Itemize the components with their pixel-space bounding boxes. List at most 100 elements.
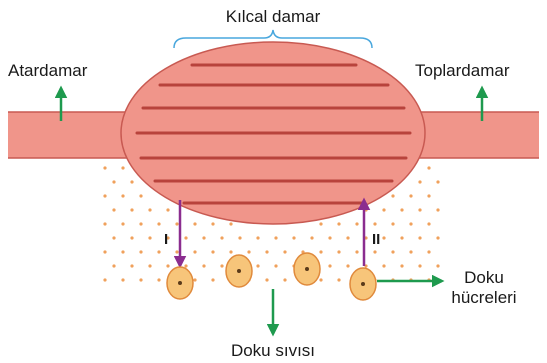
tissue-fluid-dot <box>148 236 151 239</box>
tissue-fluid-dot <box>436 180 439 183</box>
tissue-fluid-dot <box>382 264 385 267</box>
tissue-fluid-dot <box>121 222 124 225</box>
tissue-fluid-dot <box>427 222 430 225</box>
tissue-fluid-dot <box>103 278 106 281</box>
tissue-fluid-dot <box>229 222 232 225</box>
tissue-fluid-dot <box>220 264 223 267</box>
tissue-fluid-dot <box>220 236 223 239</box>
tissue-fluid-dot <box>373 222 376 225</box>
tissue-fluid-dot <box>328 264 331 267</box>
tissue-fluid-dot <box>175 250 178 253</box>
tissue-fluid-dot <box>121 278 124 281</box>
tissue-fluid-dot <box>121 194 124 197</box>
tissue-fluid-dot <box>319 250 322 253</box>
tissue-fluid-dot <box>436 236 439 239</box>
tissue-fluid-dot <box>202 236 205 239</box>
tissue-fluid-dot <box>292 236 295 239</box>
tissue-fluid-dot <box>382 208 385 211</box>
tissue-fluid-dot <box>157 250 160 253</box>
tissue-fluid-dot <box>418 208 421 211</box>
tissue-fluid-dot <box>265 250 268 253</box>
tissue-fluid-dot <box>148 264 151 267</box>
tissue-fluid-dot <box>166 208 169 211</box>
capillary-label: Kılcal damar <box>226 7 321 26</box>
tissue-fluid-dot <box>247 250 250 253</box>
tissue-fluid-dot <box>148 208 151 211</box>
tissue-fluid-dot <box>274 236 277 239</box>
tissue-fluid-dot <box>337 278 340 281</box>
artery-label: Atardamar <box>8 61 88 80</box>
tissue-fluid-dot <box>112 208 115 211</box>
tissue-fluid-dot <box>328 236 331 239</box>
tissue-fluid-dot <box>418 236 421 239</box>
tissue-fluid-dot <box>103 166 106 169</box>
tissue-fluid-dot <box>256 264 259 267</box>
tissue-fluid-dot <box>112 180 115 183</box>
tissue-fluid-dot <box>103 222 106 225</box>
tissue-fluid-dot <box>409 250 412 253</box>
tissue-fluid-dot <box>391 250 394 253</box>
tissue-fluid-dot <box>382 236 385 239</box>
tissue-fluid-dot <box>175 222 178 225</box>
tissue-cells-label-line1: Doku <box>464 268 504 287</box>
tissue-fluid-dot <box>418 264 421 267</box>
tissue-cells <box>167 253 376 300</box>
tissue-fluid-dot <box>400 236 403 239</box>
tissue-fluid-dot <box>184 264 187 267</box>
tissue-fluid-dot <box>346 264 349 267</box>
tissue-cells-label-line2: hücreleri <box>451 288 516 307</box>
tissue-fluid-dot <box>130 264 133 267</box>
tissue-fluid-dot <box>337 250 340 253</box>
tissue-fluid-dot <box>319 278 322 281</box>
tissue-fluid-dot <box>130 180 133 183</box>
arrow-two-label: II <box>372 231 380 248</box>
tissue-fluid-dot <box>409 194 412 197</box>
vein-label: Toplardamar <box>415 61 510 80</box>
tissue-fluid-dot <box>355 250 358 253</box>
tissue-fluid-dot <box>193 222 196 225</box>
tissue-fluid-dot <box>103 250 106 253</box>
tissue-fluid-dot <box>211 250 214 253</box>
tissue-fluid-label: Doku sıvısı <box>231 341 315 360</box>
tissue-fluid-dot <box>256 236 259 239</box>
tissue-fluid-dot <box>139 278 142 281</box>
tissue-fluid-dot <box>355 222 358 225</box>
tissue-fluid-dot <box>139 222 142 225</box>
tissue-fluid-dot <box>202 264 205 267</box>
tissue-fluid-dot <box>193 278 196 281</box>
tissue-fluid-dot <box>112 264 115 267</box>
tissue-fluid-dot <box>427 194 430 197</box>
tissue-fluid-dot <box>139 250 142 253</box>
tissue-fluid-dot <box>112 236 115 239</box>
tissue-fluid-dot <box>427 250 430 253</box>
tissue-fluid-dot <box>121 250 124 253</box>
arrow-one-label: I <box>164 231 168 248</box>
tissue-fluid-dot <box>265 278 268 281</box>
tissue-fluid-dot <box>166 264 169 267</box>
tissue-fluid-dot <box>400 208 403 211</box>
tissue-fluid-dot <box>130 236 133 239</box>
tissue-fluid-dot <box>184 236 187 239</box>
tissue-fluid-dot <box>346 236 349 239</box>
tissue-fluid-dot <box>139 194 142 197</box>
tissue-fluid-dot <box>418 180 421 183</box>
tissue-fluid-dot <box>427 166 430 169</box>
tissue-fluid-dot <box>391 222 394 225</box>
tissue-fluid-dot <box>121 166 124 169</box>
tissue-fluid-dot <box>436 264 439 267</box>
tissue-fluid-dot <box>211 278 214 281</box>
tissue-fluid-dot <box>193 250 196 253</box>
tissue-fluid-dot <box>274 264 277 267</box>
capillary-stripes <box>137 65 410 203</box>
tissue-fluid-dot <box>229 250 232 253</box>
tissue-fluid-dot <box>130 208 133 211</box>
tissue-fluid-dot <box>157 222 160 225</box>
tissue-fluid-dot <box>409 222 412 225</box>
tissue-fluid-dot <box>238 236 241 239</box>
tissue-fluid-dot <box>319 222 322 225</box>
tissue-fluid-dot <box>373 250 376 253</box>
tissue-fluid-dot <box>310 236 313 239</box>
tissue-fluid-dot <box>103 194 106 197</box>
tissue-fluid-dot <box>391 194 394 197</box>
